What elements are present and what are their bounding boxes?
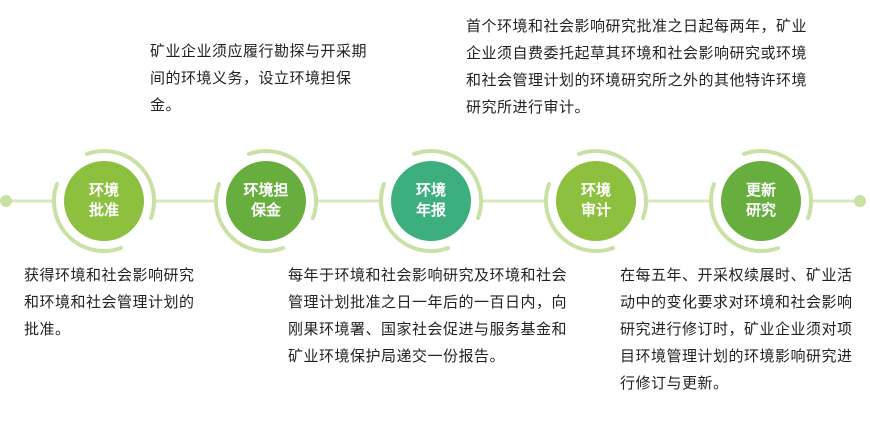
step-1-label-line1: 环境: [88, 181, 119, 199]
step-5-description: 在每五年、开采权续展时、矿业活动中的变化要求对环境和社会影响研究进行修订时，矿业…: [620, 266, 853, 392]
step-2-label-line2: 保金: [250, 201, 281, 219]
step-5-label: 更新 研究: [721, 180, 801, 220]
step-5-ring-arc-top: [741, 148, 814, 221]
step-1-ring-arc-top: [84, 148, 157, 221]
step-4-label-line1: 环境: [580, 181, 611, 199]
step-4-node-circle: [556, 161, 636, 241]
step-4-description: 首个环境和社会影响研究批准之日起每两年，矿业企业须自费委托起草其环境和社会影响研…: [466, 17, 808, 116]
step-2-description: 矿业企业须应履行勘探与开采期间的环境义务，设立环境担保金。: [150, 42, 368, 114]
step-1-label-line2: 批准: [88, 201, 119, 219]
step-3-description: 每年于环境和社会影响研究及环境和社会管理计划批准之日一年后的一百日内，向刚果环境…: [288, 266, 568, 365]
timeline-end-dot: [854, 195, 866, 207]
step-1-node-circle: [64, 161, 144, 241]
step-3-ring-arc-top: [411, 148, 484, 221]
step-5-label-line1: 更新: [745, 181, 776, 199]
step-4-ring-arc-top: [576, 148, 649, 221]
step-2-node-circle: [226, 161, 306, 241]
step-2-ring-arc-bottom: [213, 181, 286, 254]
step-2-label-line1: 环境担: [243, 181, 289, 199]
step-3-node-circle: [391, 161, 471, 241]
timeline-start-dot: [0, 195, 12, 207]
step-1-ring-arc-bottom: [51, 181, 124, 254]
step-5-node-circle: [721, 161, 801, 241]
step-1-description: 获得环境和社会影响研究和环境和社会管理计划的批准。: [24, 266, 195, 338]
step-2-label: 环境担 保金: [226, 180, 306, 220]
step-5-ring-arc-bottom: [708, 181, 781, 254]
step-3-label-line2: 年报: [415, 201, 446, 219]
step-3-label-line1: 环境: [415, 181, 446, 199]
step-4-label: 环境 审计: [556, 180, 636, 220]
step-2-ring-arc-top: [246, 148, 319, 221]
step-1-label: 环境 批准: [64, 180, 144, 220]
step-5-label-line2: 研究: [745, 201, 776, 219]
step-3-label: 环境 年报: [391, 180, 471, 220]
timeline-nodes: [51, 148, 814, 254]
step-4-ring-arc-bottom: [543, 181, 616, 254]
step-3-ring-arc-bottom: [378, 181, 451, 254]
step-4-label-line2: 审计: [580, 201, 611, 219]
